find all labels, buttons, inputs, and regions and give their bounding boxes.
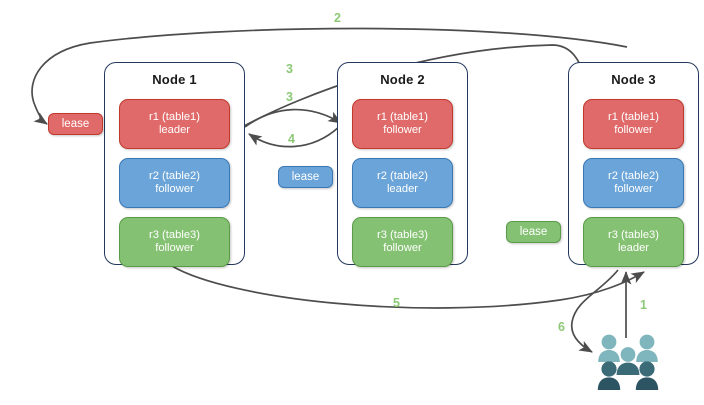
step-label-5: 5 (393, 296, 400, 310)
arrow-step-5 (171, 265, 645, 309)
step-label-6: 6 (558, 320, 565, 334)
node-3-replica-r2-line2: follower (614, 183, 653, 195)
node-2-title: Node 2 (380, 72, 425, 87)
arrow-step-2 (31, 27, 628, 125)
node-1-title: Node 1 (152, 72, 197, 87)
node-2-replica-r2-line2: leader (386, 183, 419, 195)
node-1-replica-r1-line1: r1 (table1) (149, 110, 200, 123)
node-1-replica-r3-line1: r3 (table3) (149, 228, 200, 241)
node-1-replica-r2[interactable]: r2 (table2) follower (119, 158, 230, 208)
node-2-replica-r3-line1: r3 (table3) (377, 228, 428, 241)
lease-blue[interactable]: lease (278, 166, 333, 188)
node-2-replica-r1[interactable]: r1 (table1) follower (352, 99, 453, 149)
node-2-replica-r3-line2: follower (383, 242, 422, 254)
node-2[interactable]: Node 2 r1 (table1) follower r2 (table2) … (337, 62, 468, 267)
node-1[interactable]: Node 1 r1 (table1) leader r2 (table2) fo… (104, 62, 245, 267)
node-2-replica-r1-line1: r1 (table1) (377, 110, 428, 123)
lease-red[interactable]: lease (48, 113, 103, 135)
node-1-replica-r1[interactable]: r1 (table1) leader (119, 99, 230, 149)
node-3-replica-r1[interactable]: r1 (table1) follower (583, 99, 684, 149)
node-2-replica-r1-line2: follower (383, 124, 422, 136)
step-label-3a: 3 (286, 62, 293, 76)
node-2-replica-r2-line1: r2 (table2) (377, 169, 428, 182)
arrow-step-4-node2-to-node1 (248, 125, 341, 148)
step-label-1: 1 (640, 298, 647, 312)
node-1-replica-r1-line2: leader (158, 124, 191, 136)
lease-green[interactable]: lease (506, 221, 561, 243)
node-1-replica-r2-line1: r2 (table2) (149, 169, 200, 182)
node-3-replica-r1-line1: r1 (table1) (608, 110, 659, 123)
step-label-2: 2 (334, 11, 341, 25)
node-3-replica-r3[interactable]: r3 (table3) leader (583, 217, 684, 267)
node-2-replica-r2[interactable]: r2 (table2) leader (352, 158, 453, 208)
node-3-title: Node 3 (611, 72, 656, 87)
step-label-3b: 3 (286, 90, 293, 104)
node-3-replica-r3-line1: r3 (table3) (608, 228, 659, 241)
arrow-step-6 (570, 269, 619, 353)
node-1-replica-r2-line2: follower (155, 183, 194, 195)
node-2-replica-r3[interactable]: r3 (table3) follower (352, 217, 453, 267)
node-3-replica-r1-line2: follower (614, 124, 653, 136)
step-label-4: 4 (288, 132, 295, 146)
node-1-replica-r3[interactable]: r3 (table3) follower (119, 217, 230, 267)
node-3-replica-r2[interactable]: r2 (table2) follower (583, 158, 684, 208)
node-3[interactable]: Node 3 r1 (table1) follower r2 (table2) … (568, 62, 699, 267)
node-1-replica-r3-line2: follower (155, 242, 194, 254)
arrow-step-3-node1-to-node2 (244, 108, 342, 128)
node-3-replica-r3-line2: leader (617, 242, 650, 254)
node-3-replica-r2-line1: r2 (table2) (608, 169, 659, 182)
people-group-icon (597, 334, 659, 390)
